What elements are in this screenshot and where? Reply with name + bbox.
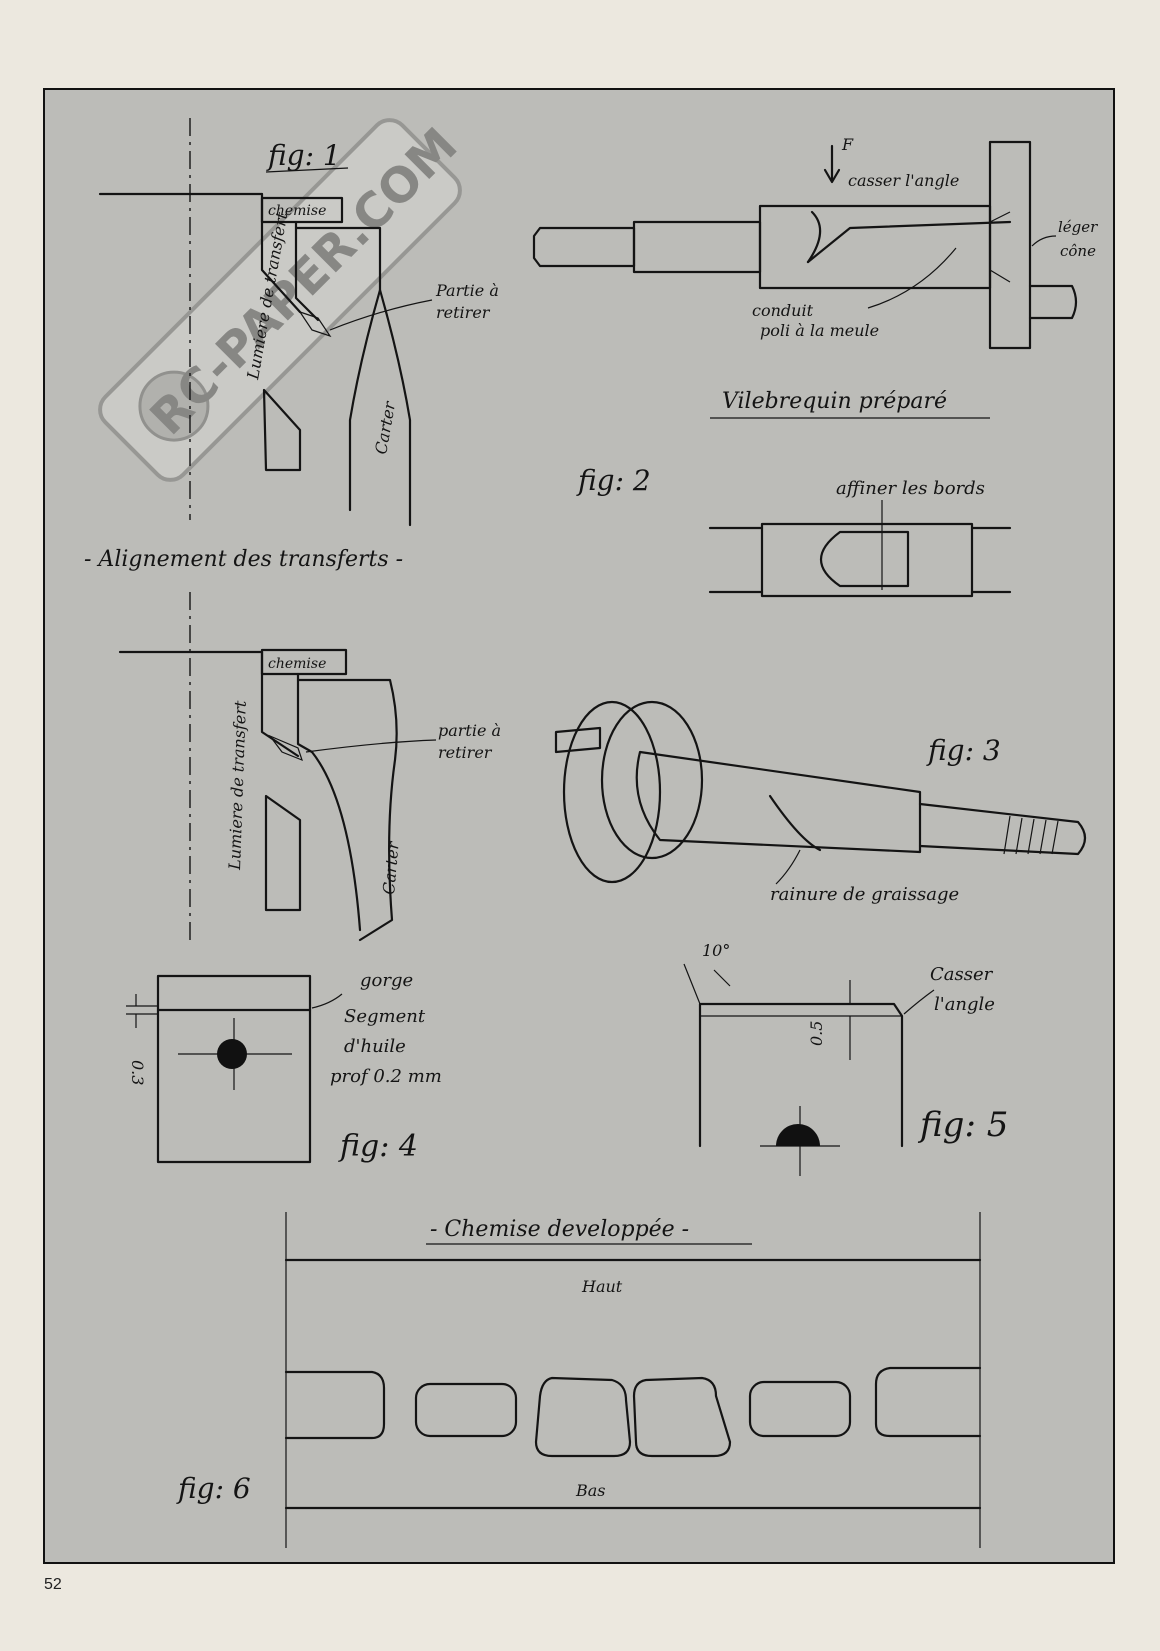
- transfer2-carter-label: Carter: [379, 840, 403, 896]
- fig6-port-6: [874, 1366, 982, 1438]
- fig2-detail-port: [820, 530, 910, 588]
- fig6-port-1: [284, 1370, 386, 1440]
- fig4-gorge-leader: [311, 993, 343, 1009]
- fig3-rainure-label: rainure de graissage: [770, 884, 959, 905]
- page-number: 52: [44, 1576, 62, 1593]
- fig6-port-2: [414, 1382, 518, 1438]
- fig3-label: fig: 3: [926, 734, 1001, 767]
- fig1-retirer-label: retirer: [436, 303, 491, 322]
- transfer2-retirer-label: retirer: [438, 743, 493, 762]
- fig3-main-shaft: [635, 750, 922, 854]
- fig5-casser2-label: l'angle: [934, 994, 995, 1015]
- fig2-detail-shaft: [708, 526, 1012, 594]
- fig1-lower-port: [262, 388, 302, 472]
- fig4-oil-ring-groove: 0.3 gorge Segment d'huile prof 0.2 mm fi…: [126, 970, 442, 1164]
- fig2-conduit-label: conduit: [752, 301, 814, 320]
- fig1-chemise-label: chemise: [268, 203, 326, 219]
- fig4-dimension: [126, 994, 158, 1028]
- fig2-force-label: F: [841, 135, 854, 154]
- fig4-prof-label: prof 0.2 mm: [330, 1066, 442, 1087]
- fig2-crankpin: [1028, 284, 1078, 320]
- fig3-web-face: [600, 700, 704, 860]
- fig3-web-outer: [562, 700, 662, 884]
- fig5-dim-label: 0.5: [807, 1021, 826, 1046]
- fig3-threaded-end: [918, 802, 1087, 856]
- fig3-rainure-leader: [775, 849, 801, 885]
- fig1-liner-outer: [260, 192, 302, 314]
- fig3-grease-groove: [768, 794, 822, 852]
- fig2-detail-body: [760, 522, 974, 598]
- fig1-caption: - Alignement des transferts -: [84, 547, 403, 572]
- fig2-conduit-leader: [867, 247, 957, 309]
- transfer2-liner-outer: [260, 650, 300, 758]
- fig2-crankshaft: F casser l'angle léger cône conduit poli…: [532, 135, 1098, 598]
- fig2-web: [988, 140, 1032, 350]
- fig1-partie-leader: [329, 299, 433, 331]
- fig6-port-5: [748, 1380, 852, 1438]
- transfer2-partie-label: partie à: [438, 721, 501, 740]
- fig5-casser1-label: Casser: [930, 964, 994, 985]
- fig5-angle-label: 10°: [702, 941, 730, 960]
- fig2-cone-label: cône: [1060, 242, 1096, 260]
- fig1-label-underline: [265, 167, 349, 173]
- fig1-liner-inner: [294, 220, 320, 322]
- fig6-title: - Chemise developpée -: [430, 1217, 689, 1242]
- transfer2-lower-port: [264, 794, 302, 912]
- fig4-label: fig: 4: [338, 1129, 418, 1164]
- fig2-title: Vilebrequin préparé: [722, 389, 947, 414]
- fig5-body: [698, 1002, 904, 1148]
- fig3-crankshaft-perspective: fig: 3 rainure de graissage: [554, 700, 1087, 905]
- fig6-port-4: [632, 1376, 732, 1458]
- transfer2-partie-leader: [305, 739, 437, 753]
- fig2-cone-leader: [1031, 235, 1057, 247]
- fig3-threads: [1003, 815, 1059, 855]
- fig6-bas-label: Bas: [575, 1481, 606, 1500]
- fig1-carter-outer: [378, 288, 412, 527]
- fig5-half-hole: [776, 1124, 820, 1146]
- transfer2-material-to-remove: [268, 734, 303, 762]
- transfer2-carter-inner: [310, 750, 362, 932]
- fig2-leger-label: léger: [1058, 218, 1098, 236]
- fig2-casser-label: casser l'angle: [848, 171, 959, 190]
- fig4-gorge-label: gorge: [360, 970, 413, 991]
- fig6-haut-label: Haut: [581, 1277, 623, 1296]
- fig6-port-3: [534, 1376, 632, 1458]
- fig6-developed-liner: - Chemise developpée - Haut Bas fig: 6: [176, 1212, 982, 1548]
- fig2-cone: [989, 211, 1011, 283]
- fig1-material-to-remove: [298, 310, 332, 338]
- fig2-poli-label: poli à la meule: [760, 321, 879, 340]
- fig2-affiner-label: affiner les bords: [836, 478, 985, 499]
- transfer2-carter-outline: [296, 678, 398, 942]
- fig4-huile-label: d'huile: [344, 1036, 406, 1057]
- transfer2-liner-inner: [296, 672, 314, 754]
- fig4-segment-label: Segment: [344, 1006, 426, 1027]
- fig4-dim-label: 0.3: [128, 1060, 147, 1085]
- fig2-force-arrowhead: [823, 168, 841, 184]
- transfer2-chemise-label: chemise: [268, 656, 326, 672]
- fig5-casser-leader: [903, 989, 935, 1015]
- fig4-hole: [217, 1039, 247, 1069]
- fig5-angle-lines: [683, 963, 731, 1005]
- fig1-label: fig: 1: [266, 139, 341, 172]
- fig2-conduit-curve: [806, 210, 822, 264]
- transfer-alignment-detail: chemise partie à retirer Lumiere de tran…: [118, 592, 501, 942]
- fig6-label: fig: 6: [176, 1472, 251, 1505]
- fig3-crankpin: [554, 726, 602, 754]
- fig1-partie-label: Partie à: [435, 281, 499, 300]
- fig5-label: fig: 5: [917, 1105, 1008, 1145]
- fig4-body: [156, 974, 312, 1164]
- fig5-liner-edge: 10° Casser l'angle 0.5 fig: 5: [683, 941, 1008, 1176]
- fig2-label: fig: 2: [576, 464, 651, 497]
- fig2-conduit-outline: [806, 220, 1012, 264]
